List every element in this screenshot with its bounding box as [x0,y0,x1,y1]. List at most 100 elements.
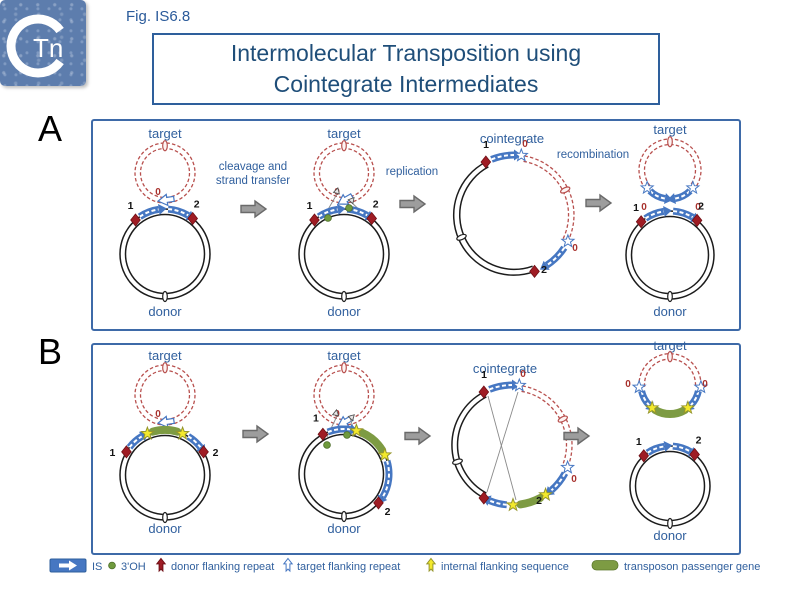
panel-b-frame [91,343,741,555]
three-prime-oh-icon [323,441,331,449]
origin-marker [557,415,568,423]
target-flanking-repeat-icon [693,379,709,394]
position-label: 0 [520,369,526,380]
is-element-icon [336,203,346,215]
origin-marker [341,510,347,523]
position-label: 2 [385,506,391,518]
logo-c-arc [6,14,64,78]
panel-a-label: A [38,108,63,149]
donor-plasmid-circle [124,434,206,516]
origin-marker [667,290,673,303]
target-flanking-repeat-icon [511,377,527,392]
position-label: 0 [155,409,161,420]
cleavage-site-marker [347,414,355,422]
target-flanking-repeat-icon [631,379,647,394]
origin-marker [456,233,467,241]
position-label: 1 [307,200,313,212]
diagram-label: target [653,338,687,353]
passenger-gene-arc [357,428,387,455]
is-element-icon [663,205,672,217]
target-plasmid-circle [643,358,697,387]
is-element-icon [672,445,692,453]
passenger-gene-arc [148,426,182,436]
position-label: 1 [481,369,487,381]
strand-transfer-arrow-icon [156,193,175,207]
passenger-gene-legend-icon [591,560,619,571]
cleavage-site-marker [331,408,340,417]
target-plasmid-circle [139,369,191,421]
diagram-label: donor [148,521,182,536]
is-element-icon [539,260,550,270]
logo-text: Tn [33,33,63,63]
donor-flanking-repeat-icon [635,215,647,229]
donor-flanking-repeat-icon [373,496,384,510]
position-label: 2 [698,200,704,212]
is-element-icon [139,208,159,218]
diagram-label: cointegrate [480,131,544,146]
cointegrate-circle [521,390,568,464]
step-arrow-icon [585,193,613,213]
internal-flanking-repeat-icon [425,557,437,573]
donor-flanking-repeat-icon [366,211,378,226]
donor-flanking-repeat-icon [155,557,167,573]
origin-marker [452,458,463,465]
step-arrow-icon [240,199,268,219]
target-flanking-repeat-icon [282,557,294,573]
crossover-line [486,391,519,493]
internal-flanking-repeat-icon [538,486,553,502]
internal-flanking-repeat-icon [348,422,364,438]
position-label: 0 [625,379,631,390]
step-arrow-icon [399,194,427,214]
internal-flanking-repeat-icon [139,425,155,440]
donor-flanking-repeat-icon [187,211,199,226]
position-label: 1 [483,139,489,151]
cointegrate-circle [451,391,485,499]
target-plasmid-circle [134,142,196,204]
is-element-icon [491,154,515,161]
donor-plasmid-circle [303,213,385,295]
position-label: 1 [633,202,639,214]
diagram-label: target [148,348,182,363]
donor-plasmid-circle [124,213,206,295]
diagram-label: target [148,126,182,141]
target-plasmid-circle [318,369,370,421]
cointegrate-circle [523,160,570,240]
diagram-label: donor [327,521,361,536]
position-label: 0 [695,202,701,213]
legend-label: internal flanking sequence [441,561,569,573]
cointegrate-circle [456,396,487,494]
panel-a-frame [91,119,741,331]
donor-flanking-repeat-icon [689,447,700,462]
is-element-icon [318,208,338,218]
diagram-label: donor [327,304,361,319]
donor-flanking-repeat-icon [478,385,490,399]
position-label: 0 [155,187,161,198]
is-element-icon [327,428,351,433]
origin-marker [341,140,347,152]
diagram-label: cointegrate [473,361,537,376]
target-plasmid-circle [134,364,196,426]
legend-label: target flanking repeat [297,561,400,573]
three-prime-oh-icon [324,214,332,222]
diagram-label: donor [653,304,687,319]
target-flanking-repeat-icon [639,180,655,195]
donor-flanking-repeat-icon [130,213,141,227]
target-plasmid-circle [318,147,370,199]
is-element-icon [157,203,167,215]
origin-marker [667,517,673,530]
figure-number: Fig. IS6.8 [126,8,191,25]
internal-flanking-repeat-icon [505,497,521,512]
target-flanking-repeat-icon [560,459,576,474]
passenger-gene-arc [516,494,545,509]
position-label: 2 [541,264,547,276]
legend-label: 3'OH [121,561,146,573]
legend-label: donor flanking repeat [171,561,274,573]
donor-flanking-repeat-icon [478,491,490,505]
step-arrow-icon [242,424,270,444]
donor-flanking-repeat-icon [121,445,132,459]
cointegrate-circle [522,385,573,466]
position-label: 2 [373,199,379,211]
origin-marker [162,140,168,152]
